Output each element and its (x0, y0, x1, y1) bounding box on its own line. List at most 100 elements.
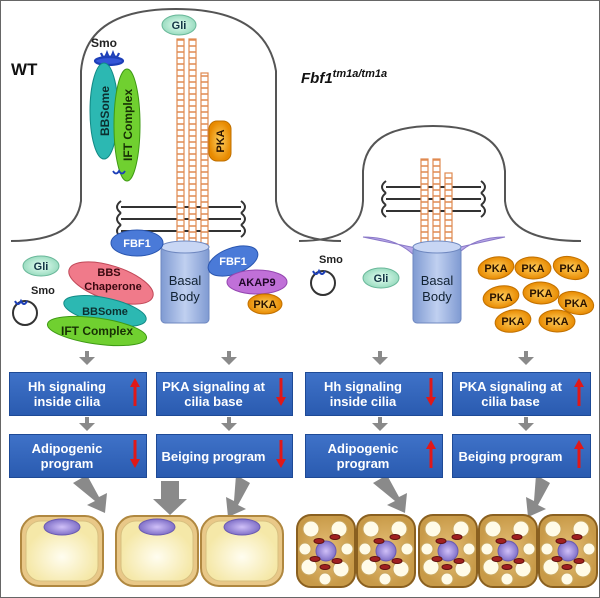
bbsome-label-horizontal: BBSome (82, 306, 128, 318)
gli-mutant: Gli (362, 267, 400, 289)
basal-label: Basal (169, 273, 202, 288)
red-down-arrow-icon (426, 378, 436, 410)
pka-label-mutant: PKA (489, 292, 512, 304)
basal-label-mutant: Basal (421, 273, 454, 288)
wt-fat-cells (20, 515, 284, 587)
smo-label-wt-vesicle: Smo (31, 285, 55, 297)
smo-label-mutant: Smo (319, 254, 343, 266)
beige-fat-cells (296, 514, 598, 588)
white-adipocyte (200, 515, 284, 587)
gli-wt-base: Gli (22, 255, 60, 277)
panel-line-1: Beiging program (161, 448, 266, 464)
panel-line-1: Beiging program (458, 448, 563, 464)
pka-blob-mutant: PKA (494, 309, 532, 333)
pka-blob-mutant: PKA (522, 281, 560, 305)
bbs-label: BBS (97, 267, 120, 279)
panel-line-1: Adipogenic (31, 441, 103, 456)
red-down-arrow-icon (276, 378, 286, 410)
pka-blob-mutant: PKA (538, 309, 576, 333)
white-adipocyte (20, 515, 104, 587)
gray-arrows-top (79, 351, 534, 431)
pka-label-mutant: PKA (484, 263, 507, 275)
smo-vesicle-mutant (310, 268, 336, 296)
panel-line-2: cilia base (184, 394, 243, 409)
pka-blob-mutant: PKA (557, 290, 595, 316)
pka-blob-mutant: PKA (514, 256, 552, 280)
red-up-arrow-icon (574, 378, 584, 410)
pka-cluster-mutant: PKA PKA PKA PKA PKA PKA PKA PKA (477, 255, 595, 333)
panel-line-1: PKA signaling at (162, 379, 265, 394)
fbf1-label-right: FBF1 (219, 256, 247, 268)
pka-label-cilium: PKA (215, 129, 227, 152)
panel-line-2: program (40, 456, 94, 471)
pka-label-mutant: PKA (545, 316, 568, 328)
gli-label-top: Gli (172, 20, 187, 32)
pka-label-mutant: PKA (501, 316, 524, 328)
panel-line-1: Hh signaling (28, 379, 106, 394)
pka-label-wt-base: PKA (253, 299, 276, 311)
mutant-label: Fbf1tm1a/tm1a (301, 68, 387, 87)
body-label-mutant: Body (422, 289, 452, 304)
signaling-panel: Beiging program (452, 434, 591, 478)
fbf1-left: FBF1 (110, 229, 164, 257)
akap9-label: AKAP9 (238, 277, 275, 289)
red-up-arrow-icon (574, 440, 584, 472)
beige-adipocyte (418, 514, 478, 588)
pka-blob-mutant: PKA (477, 256, 515, 280)
panel-line-2: inside cilia (33, 394, 101, 409)
wt-basal-body: Basal Body (160, 240, 210, 324)
smo-receptor-top (93, 49, 125, 67)
beige-adipocyte (478, 514, 538, 588)
gli-blob-top: Gli (161, 14, 197, 36)
red-up-arrow-icon (130, 378, 140, 410)
ift-label-horizontal: IFT Complex (61, 324, 133, 338)
gli-label-mutant: Gli (374, 273, 389, 285)
ift-horizontal: IFT Complex (46, 315, 148, 347)
panel-line-1: Adipogenic (327, 441, 399, 456)
smo-label-top: Smo (91, 36, 117, 50)
smo-vesicle-wt (12, 298, 38, 326)
pka-label-mutant: PKA (564, 298, 587, 310)
signaling-panel: Beiging program (156, 434, 293, 478)
mutant-basal-body: Basal Body (412, 240, 462, 324)
bbsome-vertical: BBSome (89, 62, 119, 160)
pka-blob-mutant: PKA (482, 285, 520, 309)
fbf1-right: FBF1 (207, 245, 259, 277)
pka-blob-mutant: PKA (552, 255, 590, 281)
pka-label-mutant: PKA (559, 263, 582, 275)
akap9-blob: AKAP9 (226, 269, 288, 295)
chaperone-label: Chaperone (84, 281, 141, 293)
panel-line-2: inside cilia (329, 394, 397, 409)
panel-line-2: cilia base (481, 394, 540, 409)
beige-adipocyte (538, 514, 598, 588)
body-label: Body (170, 289, 200, 304)
beige-adipocyte (296, 514, 356, 588)
pka-in-cilium: PKA (208, 120, 232, 162)
white-adipocyte (115, 515, 199, 587)
panel-line-2: program (336, 456, 390, 471)
red-down-arrow-icon (276, 440, 286, 472)
fbf1-label-left: FBF1 (123, 238, 151, 250)
red-down-arrow-icon (130, 440, 140, 472)
pka-label-mutant: PKA (529, 288, 552, 300)
beige-adipocyte (356, 514, 416, 588)
ift-label-vertical: IFT Complex (121, 89, 135, 161)
axoneme (176, 38, 209, 270)
panel-line-1: Hh signaling (324, 379, 402, 394)
red-up-arrow-icon (426, 440, 436, 472)
mutant-cilium (298, 124, 582, 265)
ift-vertical: IFT Complex (113, 68, 141, 182)
wt-cilium (10, 7, 342, 270)
wt-label: WT (11, 60, 38, 79)
pka-label-mutant: PKA (521, 263, 544, 275)
bbsome-label-vertical: BBSome (98, 86, 112, 136)
panel-line-1: PKA signaling at (459, 379, 562, 394)
